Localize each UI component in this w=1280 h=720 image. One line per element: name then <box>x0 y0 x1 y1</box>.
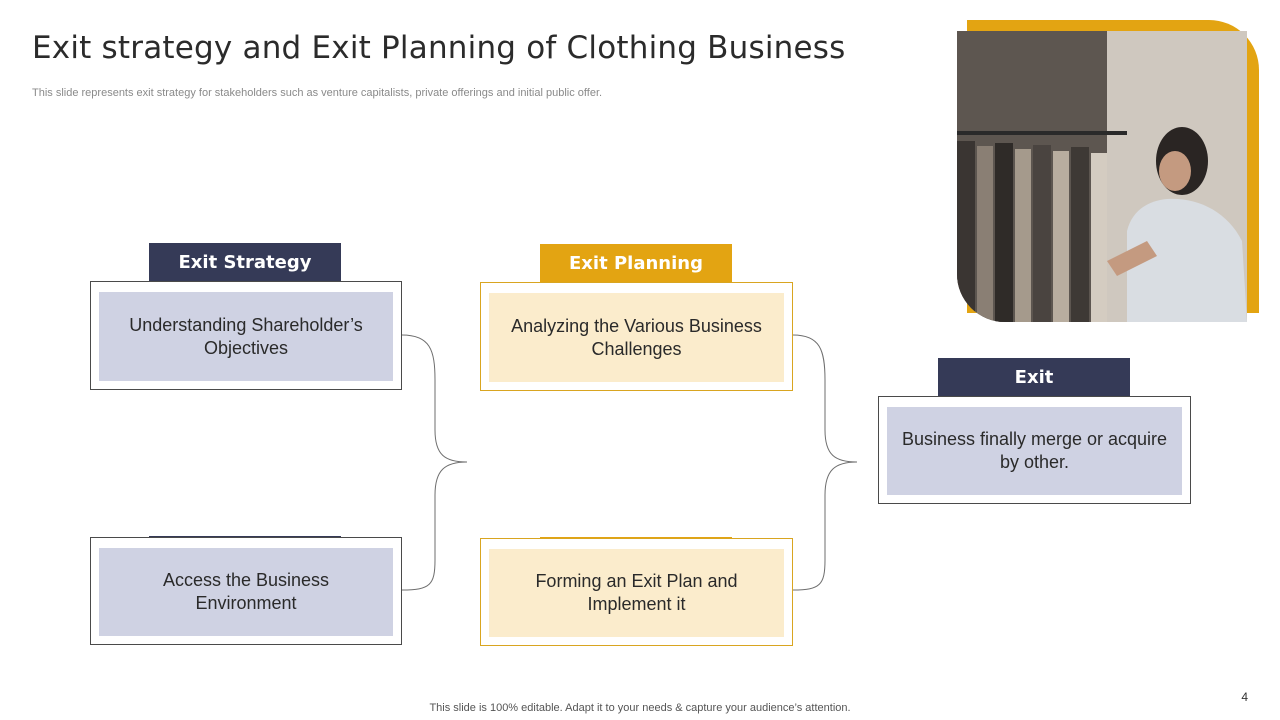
strategy-item-1: Understanding Shareholder’s Objectives <box>99 292 393 381</box>
exit-strategy-label: Exit Strategy <box>149 243 341 281</box>
bracket-planning-to-exit <box>792 334 858 591</box>
planning-item-1: Analyzing the Various Business Challenge… <box>489 293 784 382</box>
slide-subtitle: This slide represents exit strategy for … <box>32 87 603 99</box>
page-number: 4 <box>1241 690 1248 704</box>
photo-illustration <box>957 31 1247 322</box>
exit-planning-label: Exit Planning <box>540 244 732 282</box>
exit-label: Exit <box>938 358 1130 396</box>
strategy-item-2: Access the Business Environment <box>99 548 393 636</box>
strategy-box-1: Understanding Shareholder’s Objectives <box>90 281 402 390</box>
strategy-box-2: Access the Business Environment <box>90 537 402 645</box>
clothing-store-photo <box>957 31 1247 322</box>
planning-item-2: Forming an Exit Plan and Implement it <box>489 549 784 637</box>
slide-footer: This slide is 100% editable. Adapt it to… <box>429 702 851 714</box>
exit-box: Business finally merge or acquire by oth… <box>878 396 1191 504</box>
bracket-strategy-to-planning <box>401 334 468 591</box>
planning-box-1: Analyzing the Various Business Challenge… <box>480 282 793 391</box>
exit-item: Business finally merge or acquire by oth… <box>887 407 1182 495</box>
planning-box-2: Forming an Exit Plan and Implement it <box>480 538 793 646</box>
slide-title: Exit strategy and Exit Planning of Cloth… <box>32 30 846 66</box>
